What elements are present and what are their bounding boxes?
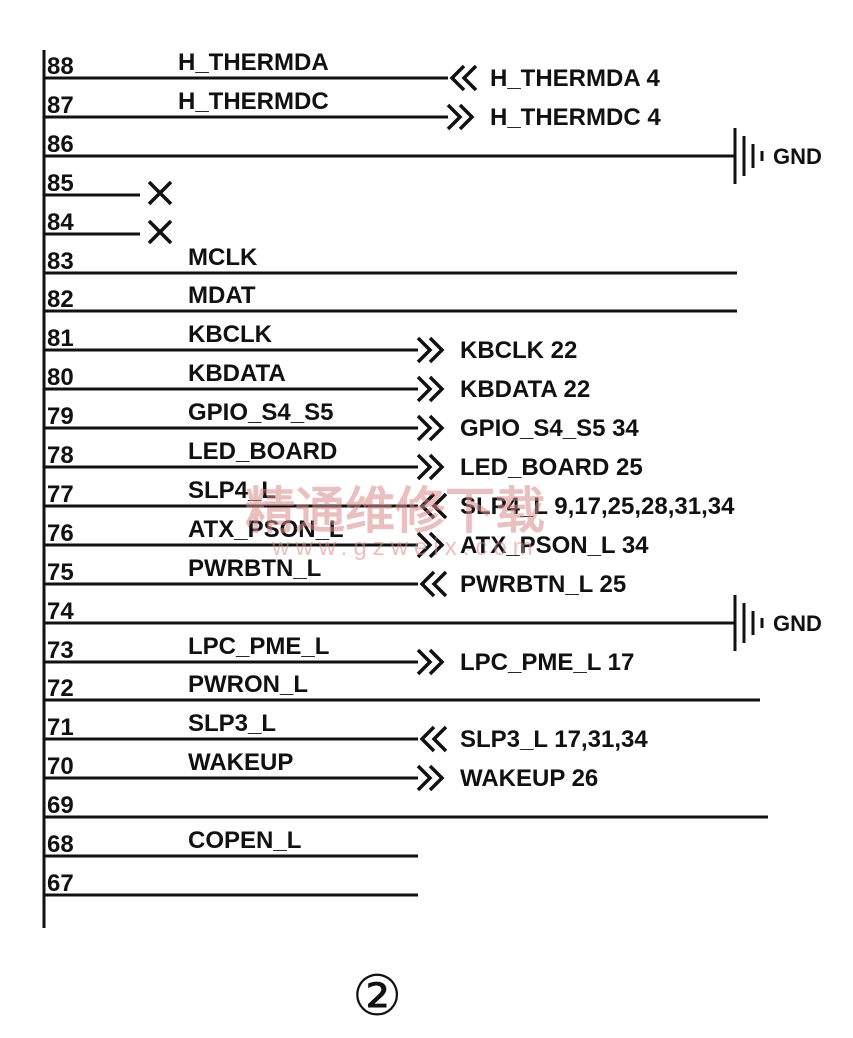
pin-number: 81 bbox=[47, 325, 74, 352]
pin-number: 70 bbox=[47, 753, 74, 780]
pin-69: 69 bbox=[44, 792, 768, 819]
pin-72: 72 PWRON_L bbox=[44, 671, 760, 702]
signal-reference: SLP3_L 17,31,34 bbox=[460, 726, 648, 753]
pin-86: 86 GND bbox=[44, 128, 822, 184]
pin-82: 82 MDAT bbox=[44, 282, 737, 313]
pin-73: 73 LPC_PME_L LPC_PME_L 17 bbox=[44, 633, 634, 676]
pin-number: 83 bbox=[47, 248, 74, 275]
pin-number: 82 bbox=[47, 286, 74, 313]
input-arrow-icon bbox=[449, 64, 478, 92]
signal-label: SLP4_L bbox=[188, 477, 276, 504]
pin-number: 73 bbox=[47, 637, 74, 664]
signal-reference: KBDATA 22 bbox=[460, 376, 590, 403]
signal-label: MCLK bbox=[188, 244, 258, 271]
signal-label: COPEN_L bbox=[188, 827, 301, 854]
pin-number: 68 bbox=[47, 831, 74, 858]
pin-80: 80 KBDATA KBDATA 22 bbox=[44, 360, 590, 403]
pin-74: 74 GND bbox=[44, 595, 822, 651]
output-arrow-icon bbox=[416, 375, 445, 403]
signal-label: LED_BOARD bbox=[188, 438, 337, 465]
signal-label: LPC_PME_L bbox=[188, 633, 329, 660]
pin-76: 76 ATX_PSON_L ATX_PSON_L 34 bbox=[44, 516, 649, 559]
signal-reference: ATX_PSON_L 34 bbox=[460, 532, 649, 559]
pin-71: 71 SLP3_L SLP3_L 17,31,34 bbox=[44, 710, 648, 753]
pin-83: 83 MCLK bbox=[44, 244, 737, 275]
pin-number: 69 bbox=[47, 792, 74, 819]
pin-number: 71 bbox=[47, 714, 74, 741]
output-arrow-icon bbox=[446, 103, 475, 131]
ground-label: GND bbox=[773, 611, 822, 636]
watermark-url: www.gzweix.com bbox=[271, 534, 539, 561]
input-arrow-icon bbox=[419, 725, 448, 753]
signal-reference: H_THERMDA 4 bbox=[490, 65, 660, 92]
signal-label: PWRBTN_L bbox=[188, 555, 321, 582]
figure-label: ② bbox=[352, 964, 402, 1029]
watermark-cn: 精通维修下载 bbox=[245, 481, 545, 540]
pin-70: 70 WAKEUP WAKEUP 26 bbox=[44, 749, 598, 792]
signal-label: ATX_PSON_L bbox=[188, 516, 344, 543]
output-arrow-icon bbox=[416, 336, 445, 364]
pin-88: 88 H_THERMDA H_THERMDA 4 bbox=[44, 49, 660, 92]
pin-number: 78 bbox=[47, 442, 74, 469]
pin-number: 77 bbox=[47, 481, 74, 508]
pin-number: 75 bbox=[47, 559, 74, 586]
pin-number: 88 bbox=[47, 53, 74, 80]
signal-label: H_THERMDA bbox=[178, 49, 329, 76]
signal-reference: H_THERMDC 4 bbox=[490, 104, 661, 131]
pin-number: 67 bbox=[47, 870, 74, 897]
pin-number: 74 bbox=[47, 598, 74, 625]
signal-label: GPIO_S4_S5 bbox=[188, 399, 333, 426]
input-arrow-icon bbox=[419, 570, 448, 598]
no-connect-icon bbox=[147, 219, 173, 245]
signal-reference: SLP4_L 9,17,25,28,31,34 bbox=[460, 493, 735, 520]
pin-number: 86 bbox=[47, 131, 74, 158]
signal-reference: LED_BOARD 25 bbox=[460, 454, 643, 481]
input-arrow-icon bbox=[419, 492, 448, 520]
pin-number: 85 bbox=[47, 170, 74, 197]
pin-75: 75 PWRBTN_L PWRBTN_L 25 bbox=[44, 555, 626, 598]
no-connect-icon bbox=[147, 180, 173, 206]
pin-number: 87 bbox=[47, 92, 74, 119]
pin-number: 79 bbox=[47, 403, 74, 430]
pin-87: 87 H_THERMDC H_THERMDC 4 bbox=[44, 88, 661, 131]
pin-number: 80 bbox=[47, 364, 74, 391]
pin-84: 84 bbox=[44, 209, 173, 245]
signal-label: H_THERMDC bbox=[178, 88, 329, 115]
pin-85: 85 bbox=[44, 170, 173, 206]
pin-67: 67 bbox=[44, 870, 418, 897]
output-arrow-icon bbox=[416, 531, 445, 559]
signal-reference: WAKEUP 26 bbox=[460, 765, 598, 792]
signal-reference: KBCLK 22 bbox=[460, 337, 577, 364]
signal-label: PWRON_L bbox=[188, 671, 308, 698]
pins-layer: 88 H_THERMDA H_THERMDA 4 87 H_THERMDC H_THERM… bbox=[44, 49, 822, 897]
output-arrow-icon bbox=[416, 764, 445, 792]
pin-81: 81 KBCLK KBCLK 22 bbox=[44, 321, 577, 364]
signal-label: KBCLK bbox=[188, 321, 273, 348]
signal-reference: LPC_PME_L 17 bbox=[460, 649, 634, 676]
signal-label: KBDATA bbox=[188, 360, 286, 387]
output-arrow-icon bbox=[416, 414, 445, 442]
signal-reference: GPIO_S4_S5 34 bbox=[460, 415, 639, 442]
output-arrow-icon bbox=[416, 648, 445, 676]
pin-78: 78 LED_BOARD LED_BOARD 25 bbox=[44, 438, 643, 481]
pin-number: 76 bbox=[47, 520, 74, 547]
output-arrow-icon bbox=[416, 453, 445, 481]
pin-number: 84 bbox=[47, 209, 74, 236]
signal-label: WAKEUP bbox=[188, 749, 293, 776]
pin-number: 72 bbox=[47, 675, 74, 702]
ground-label: GND bbox=[773, 144, 822, 169]
pin-77: 77 SLP4_L SLP4_L 9,17,25,28,31,34 bbox=[44, 477, 735, 520]
signal-reference: PWRBTN_L 25 bbox=[460, 571, 626, 598]
signal-label: MDAT bbox=[188, 282, 256, 309]
pin-68: 68 COPEN_L bbox=[44, 827, 418, 858]
signal-label: SLP3_L bbox=[188, 710, 276, 737]
